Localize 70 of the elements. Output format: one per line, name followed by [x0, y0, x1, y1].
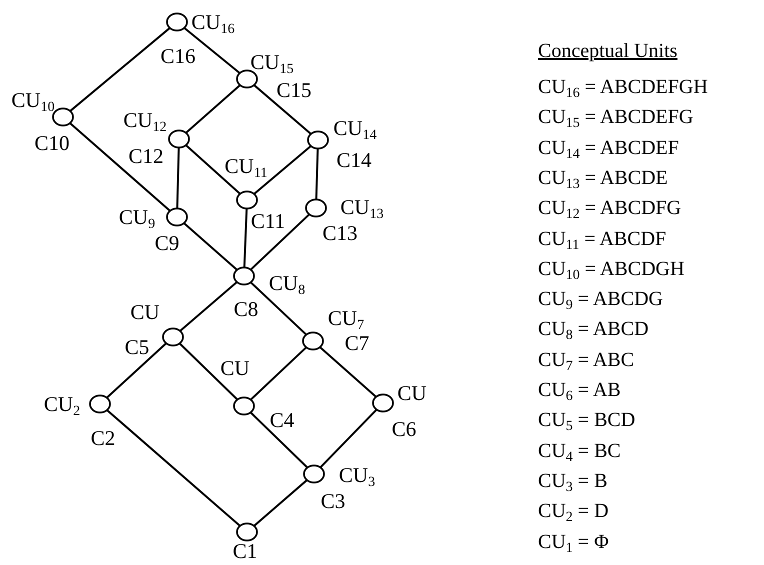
- unit-label: CU$_{14}$: [333, 117, 377, 139]
- legend-entry: CU$_{8}$ = ABCD: [538, 318, 649, 340]
- unit-label: CU$_{12}$: [123, 109, 167, 131]
- unit-label: CU$_{2}$: [44, 393, 80, 415]
- connector-line: [319, 346, 377, 398]
- unit-label: CU$_{15}$: [250, 51, 294, 73]
- legend-entry: CU$_{15}$ = ABCDEFG: [538, 106, 694, 128]
- node-label: C8: [234, 298, 258, 320]
- node-label: C10: [34, 132, 70, 154]
- unit-label: CU: [220, 357, 250, 379]
- unit-label: CU$_{7}$: [328, 307, 364, 329]
- connector-line: [250, 214, 310, 270]
- connector-line: [250, 282, 307, 336]
- connector-line: [315, 148, 319, 200]
- node-label: C4: [270, 409, 294, 431]
- legend-entry: CU$_{3}$ = B: [538, 470, 608, 492]
- connector-line: [250, 346, 307, 400]
- connector-line: [185, 84, 241, 134]
- node-label: C15: [276, 79, 312, 101]
- unit-label: CU$_{3}$: [338, 464, 376, 486]
- connector-line: [250, 412, 308, 468]
- legend-entry: CU$_{12}$ = ABCDFG: [538, 197, 682, 220]
- unit-label: CU$_{13}$: [340, 196, 384, 218]
- connector-line: [69, 122, 171, 212]
- connector-line: [253, 479, 308, 527]
- connector-line: [243, 208, 248, 268]
- unit-label: CU$_{8}$: [268, 272, 306, 294]
- legend-entry: CU$_{11}$ = ABCDF: [538, 228, 666, 250]
- connector-line: [70, 27, 170, 112]
- connector-line: [106, 342, 167, 398]
- connector-line: [106, 409, 241, 527]
- legend-entry: CU$_{14}$ = ABCDEF: [538, 136, 679, 159]
- connector-line: [176, 147, 180, 209]
- connector-line: [253, 145, 312, 195]
- node-label: C13: [322, 222, 358, 244]
- unit-label: CU$_{10}$: [11, 89, 55, 111]
- connector-line: [179, 281, 238, 332]
- node-label: C2: [90, 427, 116, 449]
- unit-label: CU: [397, 382, 427, 404]
- node-label: C7: [344, 332, 370, 354]
- connector-line: [253, 84, 312, 135]
- node-label: C12: [128, 145, 164, 167]
- connector-line: [185, 144, 241, 195]
- legend-entry: CU$_{4}$ = BC: [538, 440, 621, 462]
- node-label: C14: [336, 149, 372, 171]
- node-label: C5: [124, 336, 150, 358]
- legend-entry: CU$_{9}$ = ABCDG: [538, 288, 663, 310]
- legend-entry: CU$_{10}$ = ABCDGH: [538, 258, 684, 280]
- node-label: C11: [250, 210, 286, 232]
- legend-entry: CU$_{1}$ = Φ: [538, 530, 609, 552]
- node-label: C9: [154, 232, 180, 254]
- legend-entry: CU$_{6}$ = AB: [538, 379, 621, 401]
- legend-entry: CU$_{16}$ = ABCDEFGH: [538, 76, 708, 98]
- unit-label: CU$_{9}$: [118, 206, 156, 228]
- connector-line: [320, 408, 378, 468]
- unit-label: CU$_{11}$: [224, 155, 268, 177]
- unit-label: CU$_{16}$: [191, 11, 235, 33]
- legend-entry: CU$_{7}$ = ABC: [538, 348, 634, 371]
- connector-line: [178, 342, 238, 400]
- node-label: C6: [392, 418, 416, 440]
- connector-line: [184, 27, 240, 74]
- legend-entry: CU$_{5}$ = BCD: [538, 409, 636, 432]
- legend-entry: CU$_{2}$ = D: [538, 500, 609, 522]
- node-label: C3: [320, 490, 346, 512]
- node-label: C1: [232, 540, 258, 562]
- unit-label: CU: [130, 301, 160, 323]
- node-label: C16: [160, 45, 196, 67]
- legend-heading: Conceptual Units: [538, 40, 678, 62]
- connector-line: [183, 222, 238, 271]
- legend-entry: CU$_{13}$ = ABCDE: [538, 166, 668, 189]
